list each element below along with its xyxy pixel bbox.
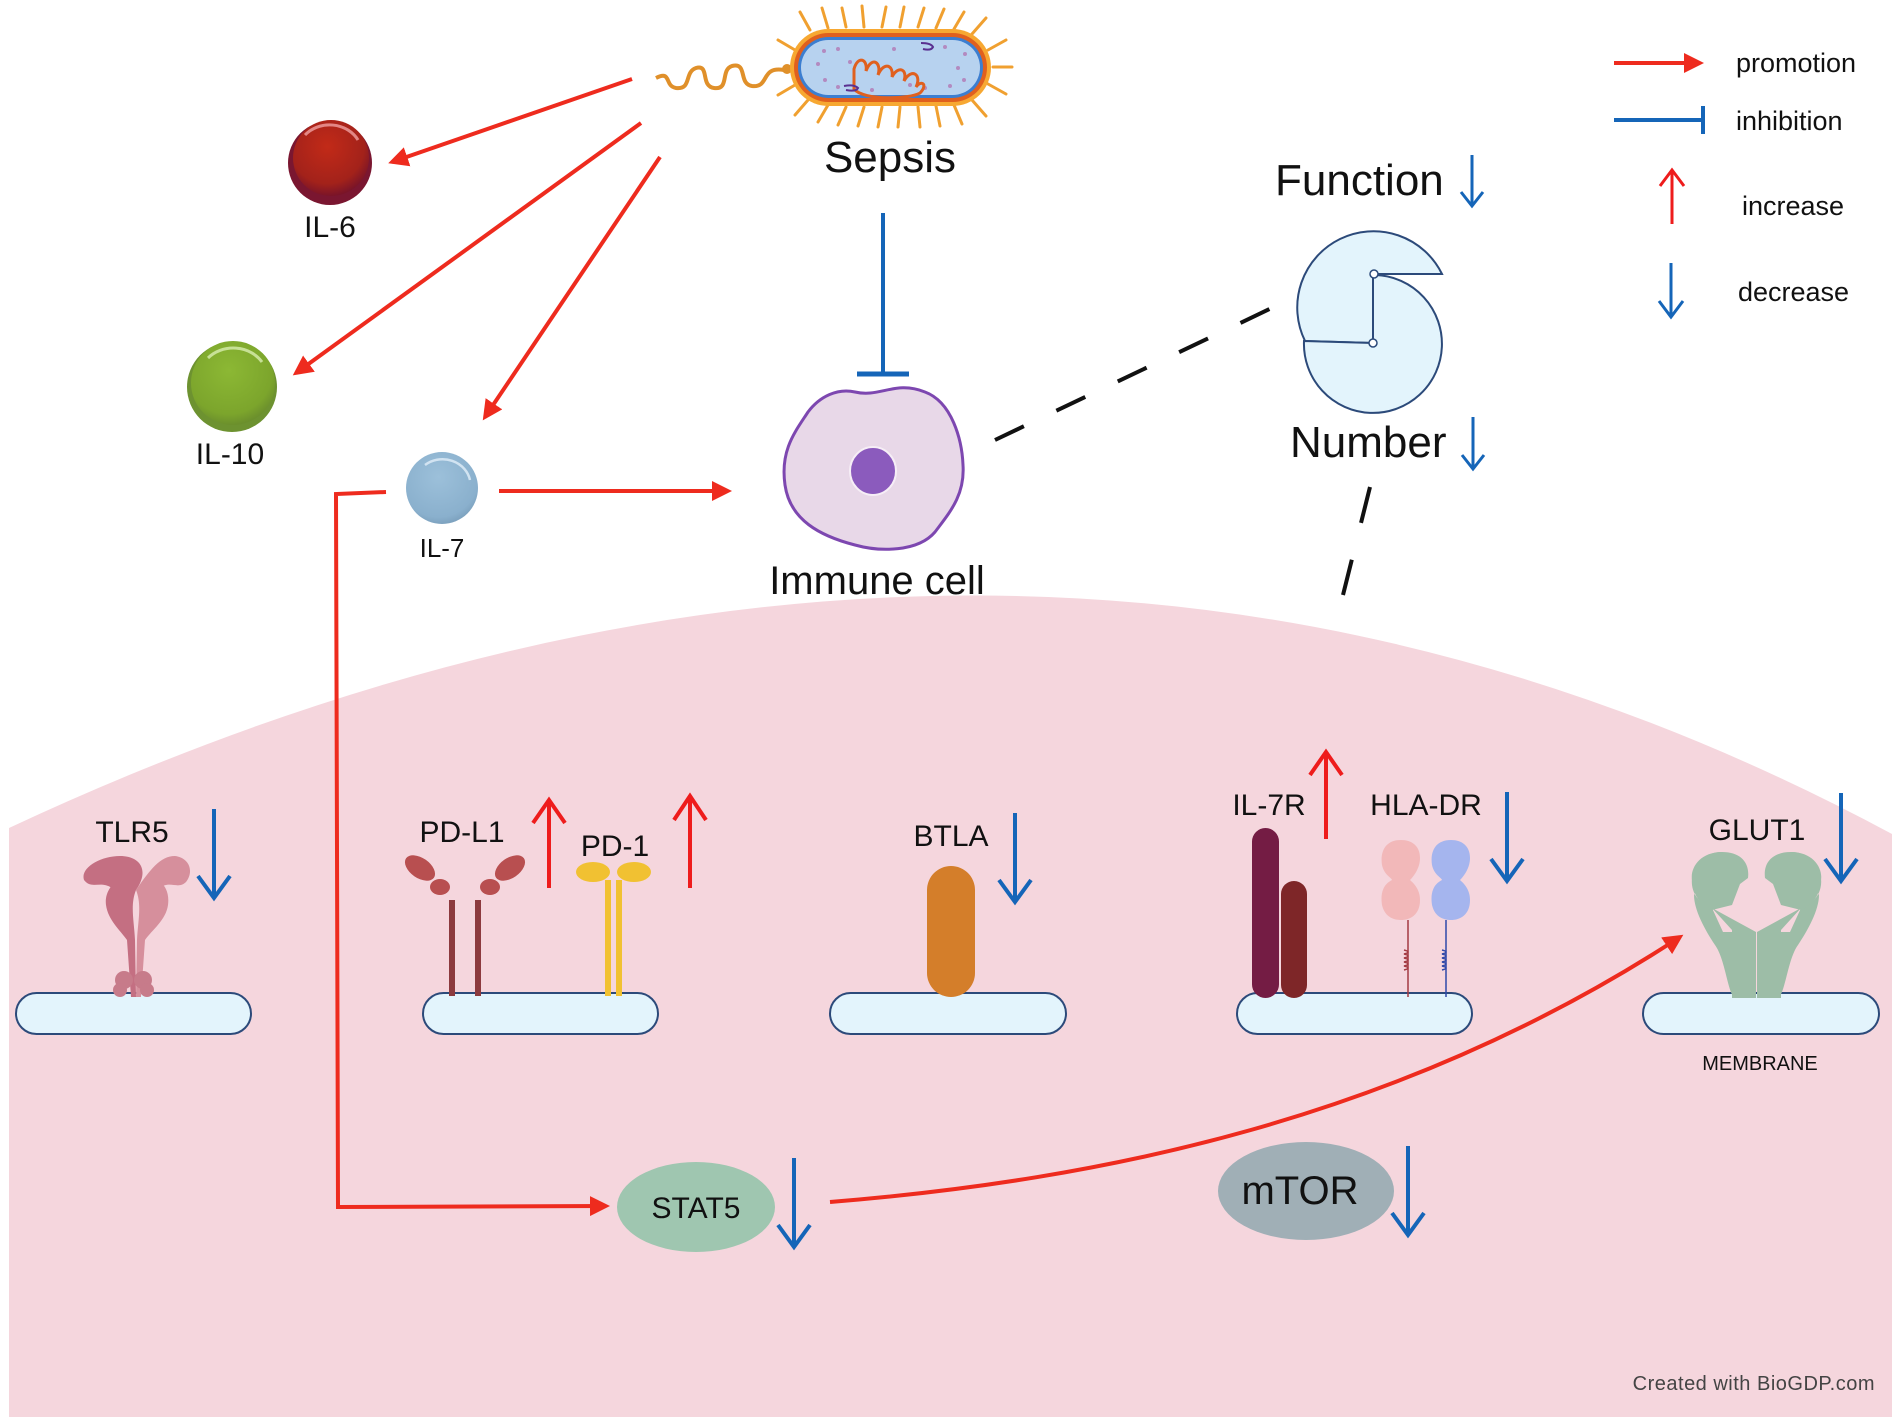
increase-arrow-icon <box>1658 167 1686 224</box>
tlr5-decrease-arrow-icon <box>196 809 232 902</box>
btla-label: BTLA <box>913 820 988 853</box>
stat5-node <box>617 1162 775 1252</box>
edge-sepsis-inhibits-immune-cell <box>857 213 909 377</box>
pd1-receptor <box>576 862 651 996</box>
legend-inhibition-label: inhibition <box>1736 106 1843 136</box>
il7r-receptor <box>1252 828 1307 998</box>
il7-label: IL-7 <box>420 533 465 563</box>
membrane-label: MEMBRANE <box>1702 1053 1818 1075</box>
dashed-connector-cell-to-function <box>994 303 1279 442</box>
edge-il7-to-stat5 <box>333 490 610 1217</box>
function-number-shape <box>1296 230 1444 414</box>
mtor-node <box>1218 1142 1394 1240</box>
pd1-increase-arrow-icon <box>672 792 708 888</box>
hladr-decrease-arrow-icon <box>1489 792 1525 885</box>
hladr-receptor <box>1381 840 1470 997</box>
sepsis-label: Sepsis <box>824 133 956 182</box>
mtor-label: mTOR <box>1241 1169 1358 1213</box>
il7r-increase-arrow-icon <box>1308 748 1344 839</box>
il7r-label: IL-7R <box>1232 789 1305 822</box>
il6-molecule <box>288 120 372 205</box>
il6-label: IL-6 <box>304 211 356 244</box>
pd1-label: PD-1 <box>581 830 649 863</box>
immune-cell <box>782 386 965 551</box>
nucleus <box>849 446 897 496</box>
inhibition-bar-icon <box>1614 106 1705 134</box>
membrane-segments <box>15 992 1880 1035</box>
legend-promotion-label: promotion <box>1736 48 1856 78</box>
il10-molecule <box>187 341 277 432</box>
edge-sepsis-to-il6 <box>388 77 633 167</box>
membrane-segment-il7r-hladr <box>1236 992 1473 1035</box>
function-label: Function <box>1275 156 1444 205</box>
btla-decrease-arrow-icon <box>997 813 1033 906</box>
tlr5-receptor <box>83 856 191 997</box>
glut1-receptor <box>1691 852 1822 998</box>
pdl1-receptor <box>404 855 526 996</box>
stat5-decrease-arrow-icon <box>776 1158 812 1251</box>
bacterium-icon <box>655 4 1014 129</box>
legend-decrease-label: decrease <box>1738 277 1849 307</box>
il7-molecule <box>406 452 478 524</box>
dashed-connector-number-to-membrane <box>1341 486 1372 596</box>
pdl1-increase-arrow-icon <box>531 796 567 888</box>
legend: promotion inhibition increase decrease <box>1614 48 1856 320</box>
edge-stat5-to-glut1 <box>829 934 1684 1204</box>
membrane-segment-btla <box>829 992 1067 1035</box>
edge-sepsis-to-il10 <box>292 121 643 376</box>
number-label: Number <box>1290 418 1447 467</box>
number-decrease-arrow-icon <box>1460 417 1486 472</box>
membrane-segment-glut1 <box>1642 992 1880 1035</box>
immune-cell-label: Immune cell <box>769 559 985 603</box>
pdl1-label: PD-L1 <box>419 816 504 849</box>
mtor-decrease-arrow-icon <box>1390 1146 1426 1239</box>
tlr5-label: TLR5 <box>95 816 168 849</box>
legend-increase-label: increase <box>1742 191 1844 221</box>
glut1-label: GLUT1 <box>1709 814 1806 847</box>
il10-label: IL-10 <box>196 438 264 471</box>
function-decrease-arrow-icon <box>1459 155 1485 209</box>
glut1-decrease-arrow-icon <box>1823 793 1859 885</box>
decrease-arrow-icon <box>1657 263 1685 320</box>
membrane-segment-tlr5 <box>15 992 252 1035</box>
btla-receptor <box>927 866 975 997</box>
hladr-label: HLA-DR <box>1370 789 1482 822</box>
edge-sepsis-to-il7 <box>482 155 662 421</box>
membrane-segment-pd <box>422 992 659 1035</box>
watermark: Created with BioGDP.com <box>1633 1373 1875 1395</box>
stat5-label: STAT5 <box>652 1192 741 1225</box>
